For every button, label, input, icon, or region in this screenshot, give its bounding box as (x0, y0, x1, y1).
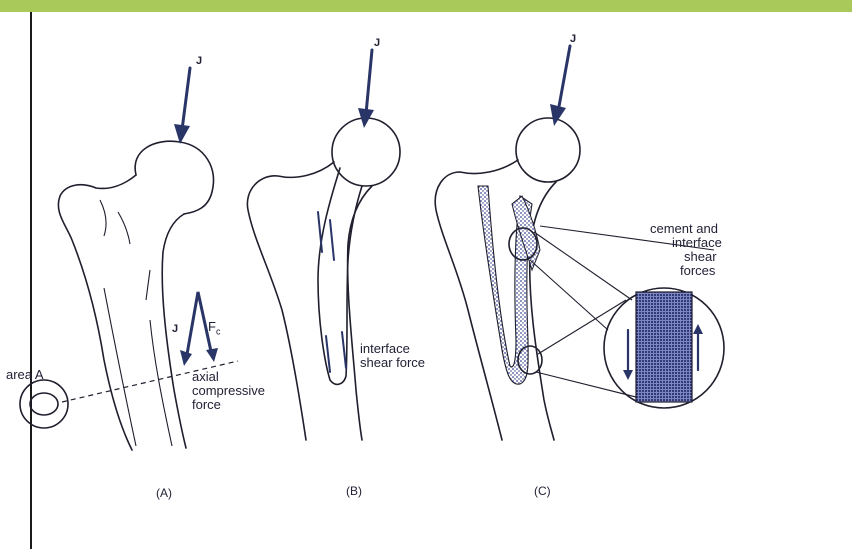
load-arrow-a (182, 68, 190, 130)
cement-label-line3: shear (684, 250, 717, 264)
prosthesis-head-b (332, 118, 400, 186)
femur-outline-right-b (348, 186, 372, 440)
interface-label-line2: shear force (360, 356, 425, 370)
area-a-label: area A (6, 368, 44, 382)
femur-b (247, 118, 400, 440)
load-label-c: J (570, 32, 576, 46)
magnified-inset (604, 288, 724, 408)
femur-outline-left-c (435, 160, 518, 440)
load-label-a: J (196, 54, 202, 68)
prosthesis-head-c (516, 118, 580, 182)
femur-outline-right-c (530, 182, 556, 440)
inset-cement-block (636, 292, 692, 402)
caption-b: (B) (346, 484, 362, 498)
femoral-head-a (135, 141, 213, 214)
trochanter-lines-a (100, 200, 130, 244)
canal-right-a (146, 270, 172, 446)
stem-b (318, 168, 362, 384)
area-a-inner-ring (30, 393, 58, 415)
cement-label-line4: forces (680, 264, 715, 278)
femur-outline-left-b (247, 162, 334, 440)
caption-c: (C) (534, 484, 551, 498)
caption-a: (A) (156, 486, 172, 500)
cement-label-line2: interface (672, 236, 722, 250)
load-arrow-c (558, 46, 570, 112)
load-label-b: J (374, 36, 380, 50)
femur-outline-left-a (58, 175, 136, 450)
axial-label-line3: force (192, 398, 221, 412)
cement-label-line1: cement and (650, 222, 718, 236)
j-component-label: J (172, 322, 178, 336)
interface-label-line1: interface (360, 342, 410, 356)
shear-arrows-bottom-b (326, 332, 346, 372)
axial-label-line2: compressive (192, 384, 265, 398)
axial-label-line1: axial (192, 370, 219, 384)
area-a-outer-ring (20, 380, 68, 428)
load-arrow-b (366, 50, 372, 114)
fc-label: Fc (208, 320, 220, 339)
